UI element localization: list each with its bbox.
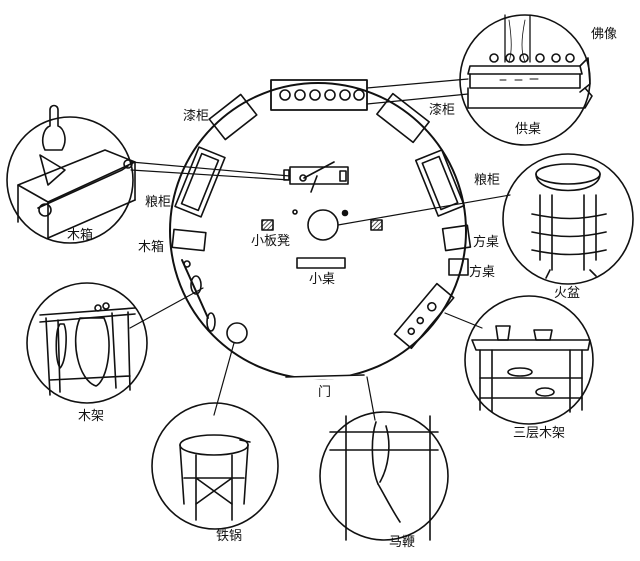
altar-table-plan <box>270 79 368 111</box>
label-grain-right: 粮柜 <box>474 173 501 188</box>
label-three-tier-rack: 三层木架 <box>513 426 566 441</box>
square-table-plan-1 <box>441 224 472 252</box>
label-lacquer-left: 漆柜 <box>183 109 210 124</box>
label-buddha: 佛像 <box>591 27 618 42</box>
center-box-plan <box>283 161 349 193</box>
three-tier-rack-plan <box>393 282 455 350</box>
label-horse-whip: 马鞭 <box>389 535 416 550</box>
label-wood-box-detail: 木箱 <box>67 228 94 243</box>
lacquer-cabinet-right <box>376 92 430 144</box>
label-wood-rack: 木架 <box>78 409 105 424</box>
leader-fire <box>337 194 511 226</box>
small-stool-right <box>370 219 383 231</box>
detail-three-tier-rack <box>464 295 594 425</box>
door-sill <box>285 374 365 378</box>
detail-wood-rack <box>26 282 148 404</box>
label-fire-basin: 火盆 <box>554 286 581 301</box>
yurt-outline <box>169 82 467 380</box>
detail-wood-box <box>6 104 136 244</box>
detail-fire-basin <box>502 153 634 285</box>
detail-iron-pot <box>151 402 279 530</box>
label-iron-pot: 铁锅 <box>216 529 243 544</box>
leader-rack <box>129 287 204 329</box>
grain-cabinet-left <box>174 146 226 218</box>
fire-basin-plan <box>307 209 339 241</box>
detail-horse-whip <box>319 411 449 541</box>
wood-rack-plan <box>181 259 216 332</box>
small-table-plan <box>296 257 346 269</box>
iron-pot-plan <box>226 322 248 344</box>
small-dot-2 <box>341 209 349 217</box>
label-square-table-1: 方桌 <box>473 235 500 250</box>
label-door: 门 <box>318 385 332 400</box>
label-square-table-2: 方桌 <box>469 265 496 280</box>
detail-altar <box>459 14 593 146</box>
label-grain-left: 粮柜 <box>145 195 172 210</box>
leader-box <box>130 161 291 181</box>
square-table-plan-2 <box>448 258 469 276</box>
label-wood-box-inner: 木箱 <box>138 240 165 255</box>
leader-tier <box>444 312 483 329</box>
label-altar: 供桌 <box>515 122 542 137</box>
label-small-stool: 小板凳 <box>251 234 291 249</box>
small-dot-1 <box>292 209 298 215</box>
wood-box-plan <box>171 228 207 252</box>
leader-altar <box>366 78 469 105</box>
door-line <box>284 374 368 381</box>
label-small-table: 小桌 <box>309 272 336 287</box>
label-lacquer-right: 漆柜 <box>429 103 456 118</box>
lacquer-cabinet-left <box>208 93 258 141</box>
small-stool-left <box>261 219 274 231</box>
